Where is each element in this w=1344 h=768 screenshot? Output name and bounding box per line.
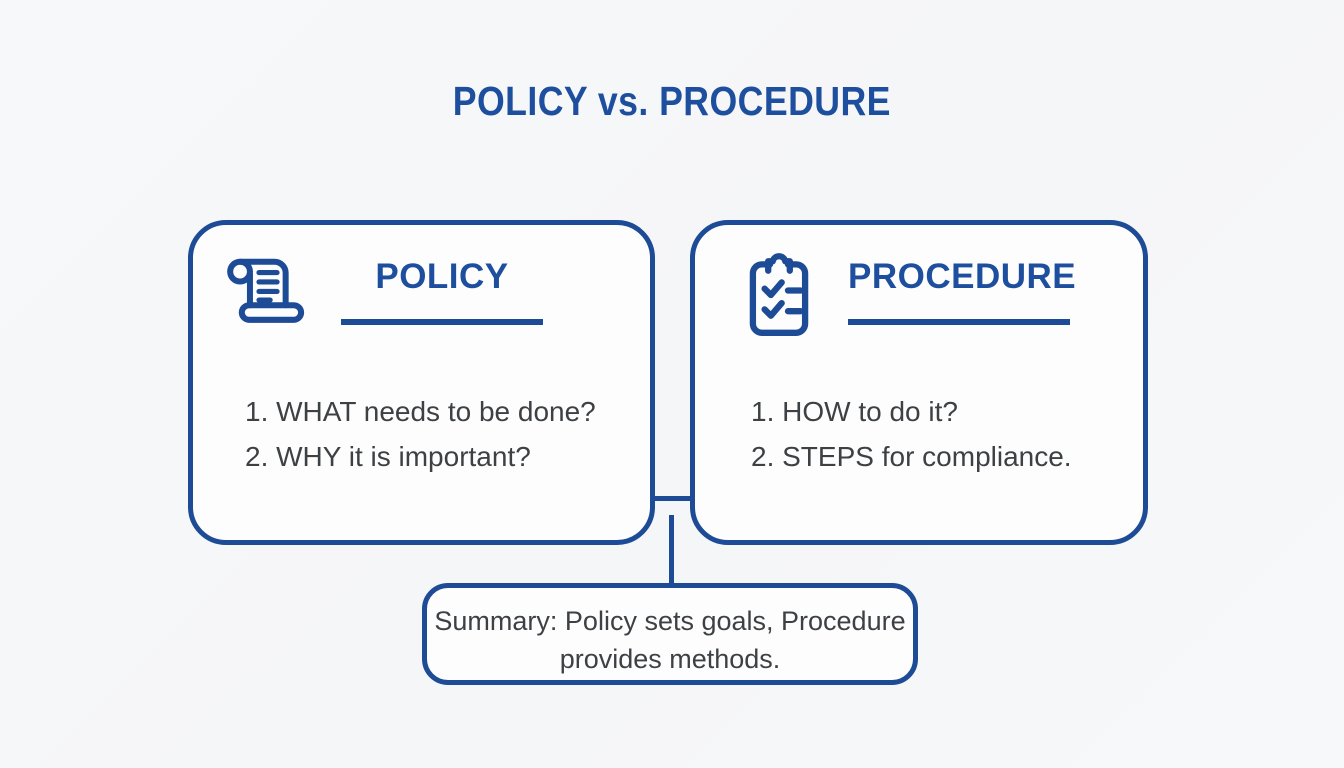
- list-item: 1. WHAT needs to be done?: [245, 396, 596, 427]
- clipboard-checklist-icon: [743, 250, 815, 340]
- policy-card: POLICY 1. WHAT needs to be done? 2. WHY …: [188, 220, 655, 545]
- list-item: 1. HOW to do it?: [751, 396, 958, 427]
- list-item: 2. WHY it is important?: [245, 441, 531, 472]
- summary-box: Summary: Policy sets goals, Procedure pr…: [422, 583, 918, 685]
- policy-card-title: POLICY: [375, 257, 509, 296]
- procedure-title-underline: [848, 319, 1070, 325]
- list-item: 2. STEPS for compliance.: [751, 441, 1072, 472]
- policy-list: 1. WHAT needs to be done? 2. WHY it is i…: [245, 389, 640, 479]
- scroll-icon: [222, 248, 308, 328]
- connector-stem-line: [669, 515, 674, 585]
- page-title-text: POLICY vs. PROCEDURE: [452, 78, 892, 124]
- procedure-card-title: PROCEDURE: [848, 257, 1077, 296]
- page-title: POLICY vs. PROCEDURE: [0, 78, 1344, 124]
- summary-line: Summary: Policy sets goals, Procedure: [434, 606, 906, 636]
- summary-line: provides methods.: [559, 644, 781, 674]
- policy-title-underline: [341, 319, 543, 325]
- connector-bridge-line: [653, 496, 692, 501]
- procedure-list: 1. HOW to do it? 2. STEPS for compliance…: [751, 389, 1133, 479]
- procedure-card: PROCEDURE 1. HOW to do it? 2. STEPS for …: [690, 220, 1148, 545]
- summary-text: Summary: Policy sets goals, Procedure pr…: [427, 602, 913, 678]
